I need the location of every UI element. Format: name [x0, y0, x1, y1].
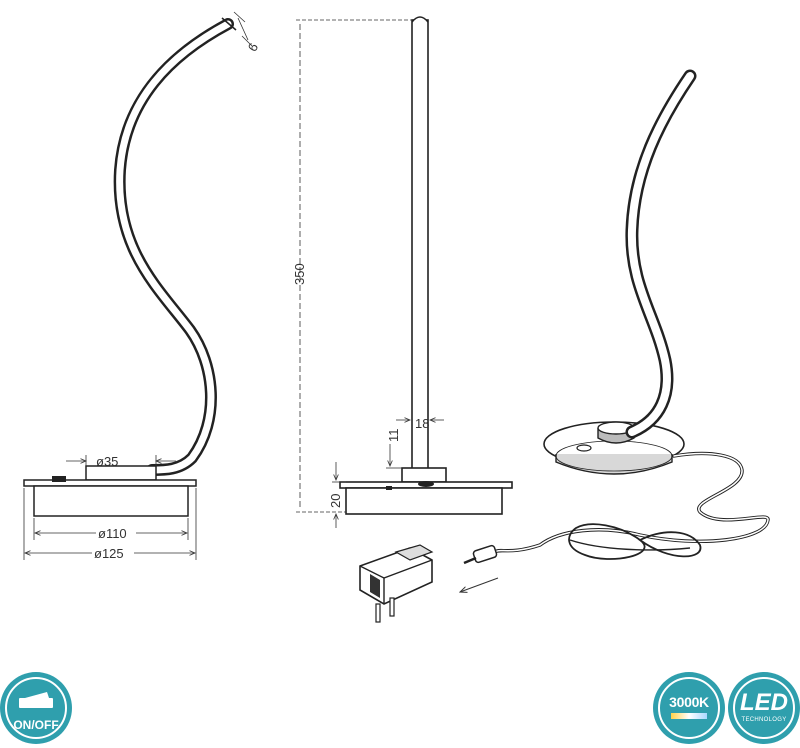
side-view: 350 18 11 20 — [292, 16, 513, 528]
switch-left — [52, 476, 66, 482]
color-temp-label: 3000K — [669, 694, 709, 710]
perspective-view — [359, 69, 770, 623]
led-badge: LED TECHNOLOGY — [728, 672, 800, 744]
dim-base-outer: ø125 — [94, 546, 124, 561]
color-temp-scale — [671, 713, 707, 719]
onoff-badge: ON/OFF — [0, 672, 72, 744]
dim-base-inner: ø110 — [98, 526, 127, 541]
base-top — [23, 479, 197, 487]
switch-icon — [19, 692, 53, 708]
dim-height: 350 — [292, 263, 307, 285]
dim-width: 18 — [415, 416, 429, 431]
led-label: LED — [740, 689, 788, 716]
front-view: 6 ø35 ø110 ø125 — [23, 11, 262, 561]
led-sublabel: TECHNOLOGY — [741, 717, 787, 723]
side-stem — [401, 467, 447, 483]
dim-base-height: 20 — [328, 494, 343, 508]
onoff-label: ON/OFF — [13, 718, 59, 732]
side-tube — [411, 19, 429, 471]
dim-stem-diameter: ø35 — [96, 454, 118, 469]
dim-top-tube: 6 — [245, 40, 262, 54]
base-lower — [33, 485, 189, 517]
color-temp-badge: 3000K — [653, 672, 725, 744]
side-base-lower — [345, 487, 503, 515]
dim-switch-height: 11 — [386, 429, 401, 443]
power-adapter — [359, 544, 434, 623]
